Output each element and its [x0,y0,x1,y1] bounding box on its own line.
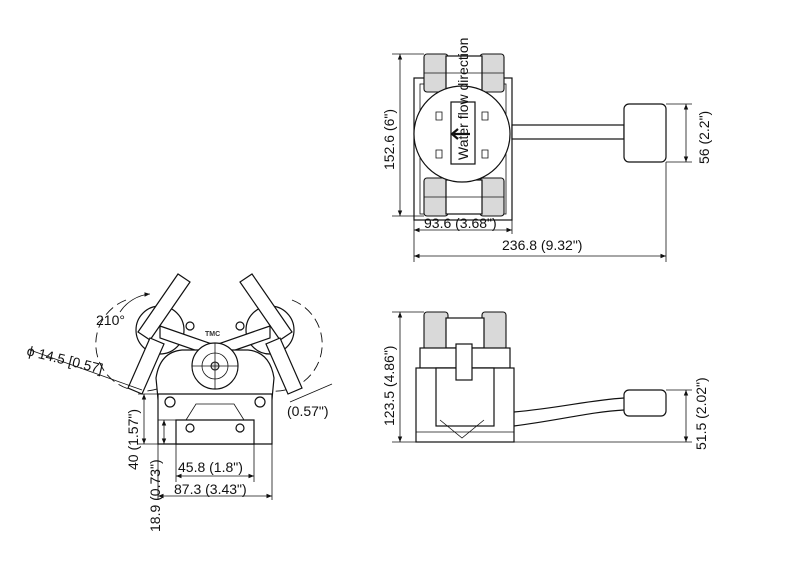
mount-hole-left [164,396,176,408]
side-nozzle [455,343,473,381]
side-roller-right [481,311,507,351]
flow-direction-label: Water flow direction [455,38,471,160]
top-width-dim: 93.6 (3.68") [424,215,497,231]
foot-hole-right [235,423,245,433]
base-width-dim: 87.3 (3.43") [174,481,247,497]
side-motor [623,389,667,417]
hole-height-dim: 18.9 (0.73") [147,459,163,532]
side-height-dim: 123.5 (4.86") [381,346,397,426]
side-cable-bottom [513,409,625,427]
flow-arrow-icon [450,128,470,140]
front-view: 210° TMC ϕ 14.5 [0.57] (0.57 [25,273,333,532]
port-offset-dim: (0.57") [287,403,329,419]
side-view: 123.5 (4.86") 51.5 (2.02") [381,311,709,450]
base-height-dim: 40 (1.57") [125,409,141,470]
left-upper-pipe [137,273,191,341]
tmc-logo: TMC [205,331,220,338]
mount-hole-right [254,396,266,408]
rotation-arc-right [257,299,323,392]
hole-span-dim: 45.8 (1.8") [178,459,243,475]
top-motor-dim: 56 (2.2") [696,111,712,164]
screw-left [185,321,195,331]
port-diameter-dim: ϕ 14.5 [0.57] [25,342,104,376]
right-upper-pipe [239,273,293,341]
base-foot [175,419,255,445]
side-cable-top [513,397,625,413]
foot-hole-left [185,423,195,433]
rotation-angle-label: 210° [96,312,125,328]
top-shaft [511,124,625,140]
side-roller-bridge [445,317,485,349]
top-motor [623,103,667,163]
right-lower-pipe [265,337,303,395]
side-motor-dim-upper: 51.5 (2.02") [693,377,709,450]
top-height-dim: 152.6 (6") [381,109,397,170]
screw-right [235,321,245,331]
top-view: Water flow direction 152.6 (6") 93.6 (3.… [381,38,712,262]
top-length-dim: 236.8 (9.32") [502,237,582,253]
side-roller-left [423,311,449,351]
